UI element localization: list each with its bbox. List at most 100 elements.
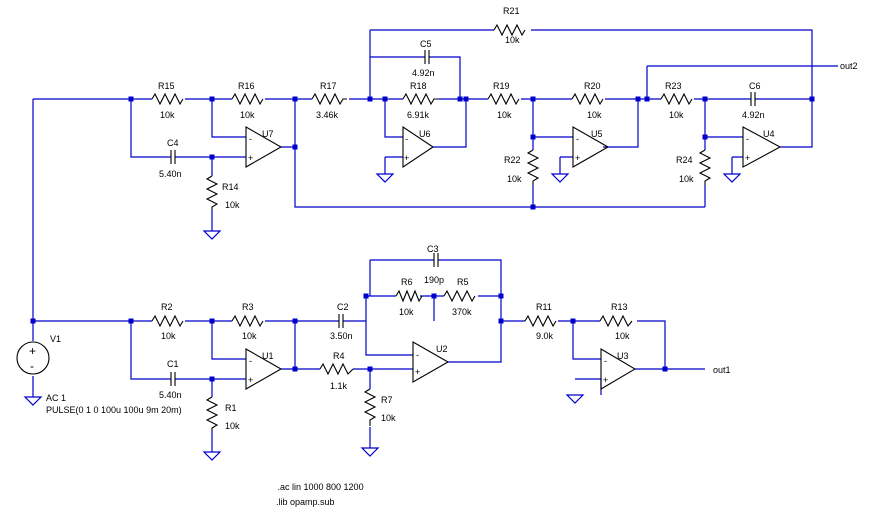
resistors	[151, 23, 712, 431]
resistor-R2[interactable]	[151, 314, 184, 328]
svg-text:+: +	[248, 375, 253, 385]
wires	[32, 29, 838, 452]
label-C3-value: 190p	[424, 275, 444, 285]
label-R19-value: 10k	[497, 110, 512, 120]
label-U3: U3	[617, 351, 629, 361]
svg-text:-: -	[604, 356, 607, 366]
resistor-R18[interactable]	[402, 92, 439, 106]
svg-text:-: -	[576, 134, 579, 144]
ground-icon	[565, 394, 585, 404]
capacitor-C4[interactable]	[164, 150, 181, 164]
ground-icon	[202, 451, 222, 461]
label-V1-pulse: PULSE(0 1 0 100u 100u 9m 20m)	[46, 405, 182, 415]
ground-icon	[375, 173, 395, 183]
resistor-R14[interactable]	[205, 175, 219, 210]
label-R1-name: R1	[225, 403, 237, 413]
label-R19-name: R19	[493, 81, 510, 91]
svg-text:-: -	[746, 134, 749, 144]
opamp-U7[interactable]: -+	[245, 126, 283, 168]
opamp-U4[interactable]: -+	[742, 126, 782, 168]
resistor-R16[interactable]	[231, 92, 264, 106]
ground-icon	[722, 173, 742, 183]
label-R13-name: R13	[611, 302, 628, 312]
capacitor-C5[interactable]	[419, 50, 435, 64]
label-R20-value: 10k	[587, 110, 602, 120]
resistor-R13[interactable]	[599, 314, 633, 328]
label-C2-name: C2	[337, 302, 349, 312]
opamp-U2[interactable]: -+	[412, 341, 450, 383]
label-V1-name: V1	[50, 334, 61, 344]
net-label-out2: out2	[840, 61, 858, 71]
opamp-U1[interactable]: -+	[245, 348, 283, 390]
svg-text:-: -	[405, 134, 408, 144]
label-C1-value: 5.40n	[159, 390, 182, 400]
svg-text:+: +	[745, 153, 750, 163]
ground-icon	[202, 230, 222, 240]
resistor-R11[interactable]	[524, 314, 557, 328]
resistor-R24[interactable]	[698, 149, 712, 185]
label-R5-name: R5	[457, 277, 469, 287]
capacitor-C6[interactable]	[743, 92, 763, 106]
svg-text:+: +	[29, 344, 36, 358]
label-R24-value: 10k	[679, 174, 694, 184]
label-C3-name: C3	[427, 244, 439, 254]
label-R23-value: 10k	[669, 110, 684, 120]
resistor-R17[interactable]	[311, 92, 347, 106]
label-C2-value: 3.50n	[330, 331, 353, 341]
label-R21-value: 10k	[505, 35, 520, 45]
labels: R21 10k C5 4.92n R15 10k R16 10k R17 3.4…	[46, 6, 858, 507]
ground-icon	[23, 396, 43, 406]
label-R20-name: R20	[584, 81, 601, 91]
svg-text:-: -	[249, 134, 252, 144]
label-U1: U1	[262, 351, 274, 361]
resistor-R15[interactable]	[151, 92, 184, 106]
label-R21-name: R21	[503, 6, 520, 16]
opamp-U5[interactable]: -+	[572, 126, 610, 168]
resistor-R23[interactable]	[660, 92, 693, 106]
capacitor-C3[interactable]	[429, 253, 443, 267]
label-R18-name: R18	[410, 81, 427, 91]
label-C6-value: 4.92n	[742, 110, 765, 120]
resistor-R1[interactable]	[205, 396, 219, 431]
ground-icon	[550, 173, 570, 183]
label-U2: U2	[436, 344, 448, 354]
resistor-R22[interactable]	[526, 149, 540, 185]
capacitor-C1[interactable]	[164, 372, 181, 386]
label-R3-name: R3	[242, 302, 254, 312]
svg-text:+: +	[575, 153, 580, 163]
resistor-R6[interactable]	[395, 289, 423, 303]
opamp-U6[interactable]: -+	[402, 125, 434, 169]
resistor-R7[interactable]	[363, 388, 377, 426]
label-R17-name: R17	[320, 81, 337, 91]
label-R24-name: R24	[676, 155, 693, 165]
label-R7-value: 10k	[381, 413, 396, 423]
label-R16-value: 10k	[240, 110, 255, 120]
label-U6: U6	[419, 129, 431, 139]
grounds	[23, 173, 742, 461]
resistor-R20[interactable]	[571, 92, 604, 106]
label-R13-value: 10k	[615, 331, 630, 341]
svg-text:+: +	[404, 153, 409, 163]
label-R7-name: R7	[381, 395, 393, 405]
resistor-R4[interactable]	[319, 362, 354, 376]
label-R4-name: R4	[333, 351, 345, 361]
label-R15-value: 10k	[160, 110, 175, 120]
label-R22-name: R22	[504, 155, 521, 165]
label-R17-value: 3.46k	[316, 110, 339, 120]
capacitor-C2[interactable]	[333, 314, 349, 328]
resistor-R3[interactable]	[231, 314, 264, 328]
label-R14-name: R14	[222, 182, 239, 192]
label-V1-ac: AC 1	[46, 393, 66, 403]
resistor-R19[interactable]	[487, 92, 520, 106]
resistor-R5[interactable]	[443, 289, 476, 303]
resistor-R21[interactable]	[493, 23, 526, 37]
label-R3-value: 10k	[242, 331, 257, 341]
label-R5-value: 370k	[452, 307, 472, 317]
label-R18-value: 6.91k	[407, 110, 430, 120]
voltage-source-V1[interactable]: + -	[16, 341, 50, 375]
label-R4-value: 1.1k	[330, 381, 348, 391]
opamp-U3[interactable]: -+	[600, 348, 637, 390]
label-R11-value: 9.0k	[536, 331, 554, 341]
svg-text:-: -	[416, 350, 419, 360]
